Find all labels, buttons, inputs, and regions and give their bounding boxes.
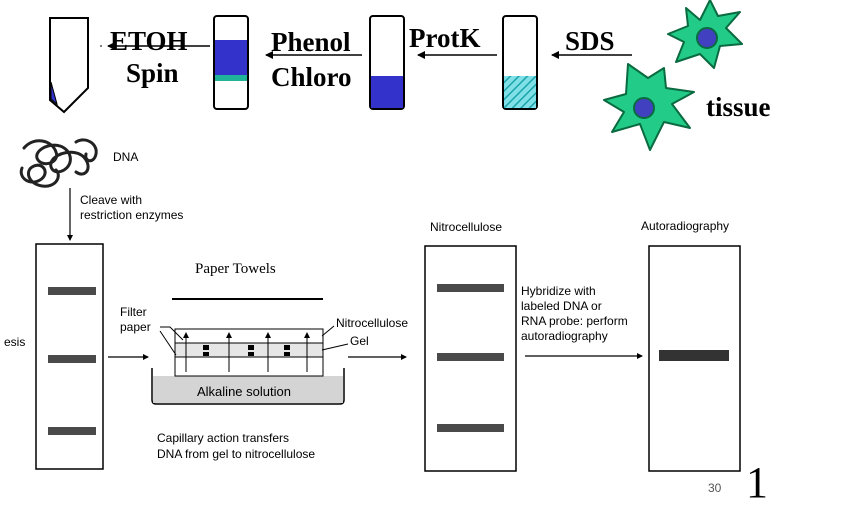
capillary-arrows (183, 332, 310, 372)
tissue-cell-upper (667, 0, 743, 69)
leader-nitrocellulose (321, 325, 335, 337)
membrane-band (437, 424, 504, 432)
blot-band (284, 345, 290, 350)
slide-number: 1 (746, 458, 768, 507)
tube-etoh-pellet (49, 17, 89, 114)
agarose-gel (35, 243, 104, 470)
lysed-tissue (504, 76, 536, 108)
label-hybridize-3: RNA probe: perform (521, 314, 628, 328)
leader-filter-2 (159, 330, 177, 356)
aqueous-phase (215, 40, 247, 75)
label-cleave-1: Cleave with (80, 193, 142, 207)
label-hybridize-4: autoradiography (521, 329, 608, 343)
page-number-partial: 30 (708, 481, 722, 495)
gel-band (48, 287, 96, 295)
interface-layer (215, 75, 247, 81)
tissue-cell-lower (603, 63, 695, 151)
digested-lysate (371, 76, 403, 108)
label-paper-towels: Paper Towels (195, 261, 276, 277)
label-hybridize-2: labeled DNA or (521, 299, 602, 313)
tube-sds (502, 15, 538, 110)
label-cleave-2: restriction enzymes (80, 208, 183, 222)
nucleus-upper (696, 27, 718, 49)
gel-band (48, 427, 96, 435)
label-electrophoresis-fragment: esis (4, 335, 25, 349)
southern-blot: DNA Cleave with restriction enzymes esis… (4, 138, 741, 472)
autorad-band (659, 350, 729, 361)
nitrocellulose-membrane-result (424, 245, 517, 472)
nucleus-lower (633, 97, 655, 119)
blot-band (248, 352, 254, 356)
label-gel: Gel (350, 334, 369, 348)
tube-phenol-chloro (213, 15, 249, 110)
blot-band (248, 345, 254, 350)
blot-band (203, 352, 209, 356)
label-filter: Filter (120, 305, 147, 319)
blot-band (284, 352, 290, 356)
label-nitrocellulose-side: Nitrocellulose (336, 316, 408, 330)
label-chloro: Chloro (271, 62, 352, 92)
label-paper: paper (120, 320, 151, 334)
label-spin: Spin (126, 58, 179, 88)
blot-tray (151, 368, 345, 405)
label-tissue: tissue (706, 92, 771, 122)
label-nitrocellulose-title: Nitrocellulose (430, 220, 502, 234)
dna-pellet (50, 81, 58, 106)
leader-filter (160, 326, 184, 341)
extraction-row: ETOH Spin Phenol Chloro ProtK SD (49, 0, 771, 151)
filter-paper-layer (174, 356, 324, 377)
autoradiograph-film (648, 245, 741, 472)
label-etoh: ETOH (110, 26, 188, 56)
alkaline-solution (153, 376, 343, 403)
membrane-band (437, 353, 504, 361)
label-phenol: Phenol (271, 27, 351, 57)
gel-band (48, 355, 96, 363)
blot-sandwich (174, 328, 324, 377)
membrane-band (437, 284, 504, 292)
label-protk: ProtK (409, 23, 480, 53)
label-alkaline-solution: Alkaline solution (197, 384, 291, 399)
label-capillary-2: DNA from gel to nitrocellulose (157, 447, 315, 461)
tube-protk (369, 15, 405, 110)
label-sds: SDS (565, 26, 615, 56)
blot-band (203, 345, 209, 350)
label-capillary-1: Capillary action transfers (157, 431, 289, 445)
leader-gel (321, 343, 349, 351)
label-dna: DNA (113, 150, 138, 164)
nitrocellulose-membrane (174, 328, 324, 344)
label-hybridize-1: Hybridize with (521, 284, 596, 298)
dna-squiggle-icon (19, 138, 98, 188)
label-autoradiography-title: Autoradiography (641, 219, 729, 233)
